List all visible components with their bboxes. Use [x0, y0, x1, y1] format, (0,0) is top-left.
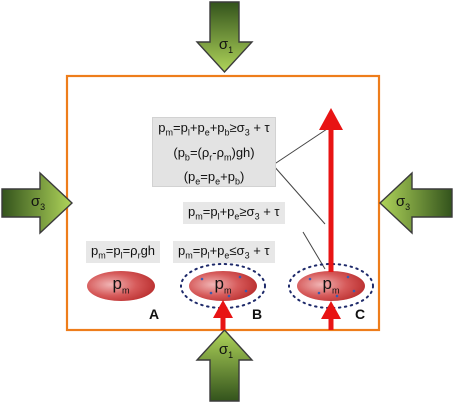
equation-box: pm=pl+pe+pb≥σ3 + τ (pb=(ρr-ρm)gh) (pe=pe…: [152, 117, 276, 187]
equation-body-a: pm=pl=ρrgh: [86, 241, 161, 263]
sigma3-right-arrow: [378, 171, 453, 235]
body-b-letter: B: [252, 306, 263, 322]
body-a-letter: A: [149, 306, 160, 322]
sigma1-top-label: σ1: [218, 36, 234, 55]
sigma3-right-label: σ3: [395, 193, 411, 212]
body-a-label: pm: [112, 274, 130, 296]
fracture-halo-c: [288, 263, 374, 309]
sigma1-bottom-label: σ1: [218, 341, 234, 360]
equation-body-b: pm=pl+pe≤σ3 + τ: [173, 241, 275, 263]
equation-box-line-2: (pb=(ρr-ρm)gh): [173, 144, 255, 163]
red-arrow-b: [213, 300, 233, 330]
magma-body-c: [297, 271, 365, 301]
sigma1-bottom-arrow: [195, 328, 254, 402]
body-c-letter: C: [355, 306, 366, 322]
sigma3-left-arrow: [1, 171, 74, 235]
pointer-line-middle: [272, 164, 326, 225]
equation-box-line-1: pm=pl+pe+pb≥σ3 + τ: [158, 120, 270, 138]
pointer-line-lower: [302, 231, 326, 270]
magma-body-a: [87, 271, 155, 301]
body-b-label: pm: [214, 274, 232, 296]
vesicle-dots: [200, 275, 356, 298]
pointer-line-upper: [272, 128, 328, 166]
red-arrow-c-dike: [319, 108, 343, 330]
magma-body-b: [189, 271, 257, 301]
body-c-label: pm: [322, 274, 340, 296]
sigma1-top-arrow: [195, 1, 254, 74]
fracture-halo-b: [180, 263, 266, 309]
sigma3-left-label: σ3: [30, 193, 46, 212]
equation-mid-right: pm=pl+pe≥σ3 + τ: [183, 202, 285, 224]
equation-box-line-3: (pe=pe+pb): [183, 169, 245, 187]
